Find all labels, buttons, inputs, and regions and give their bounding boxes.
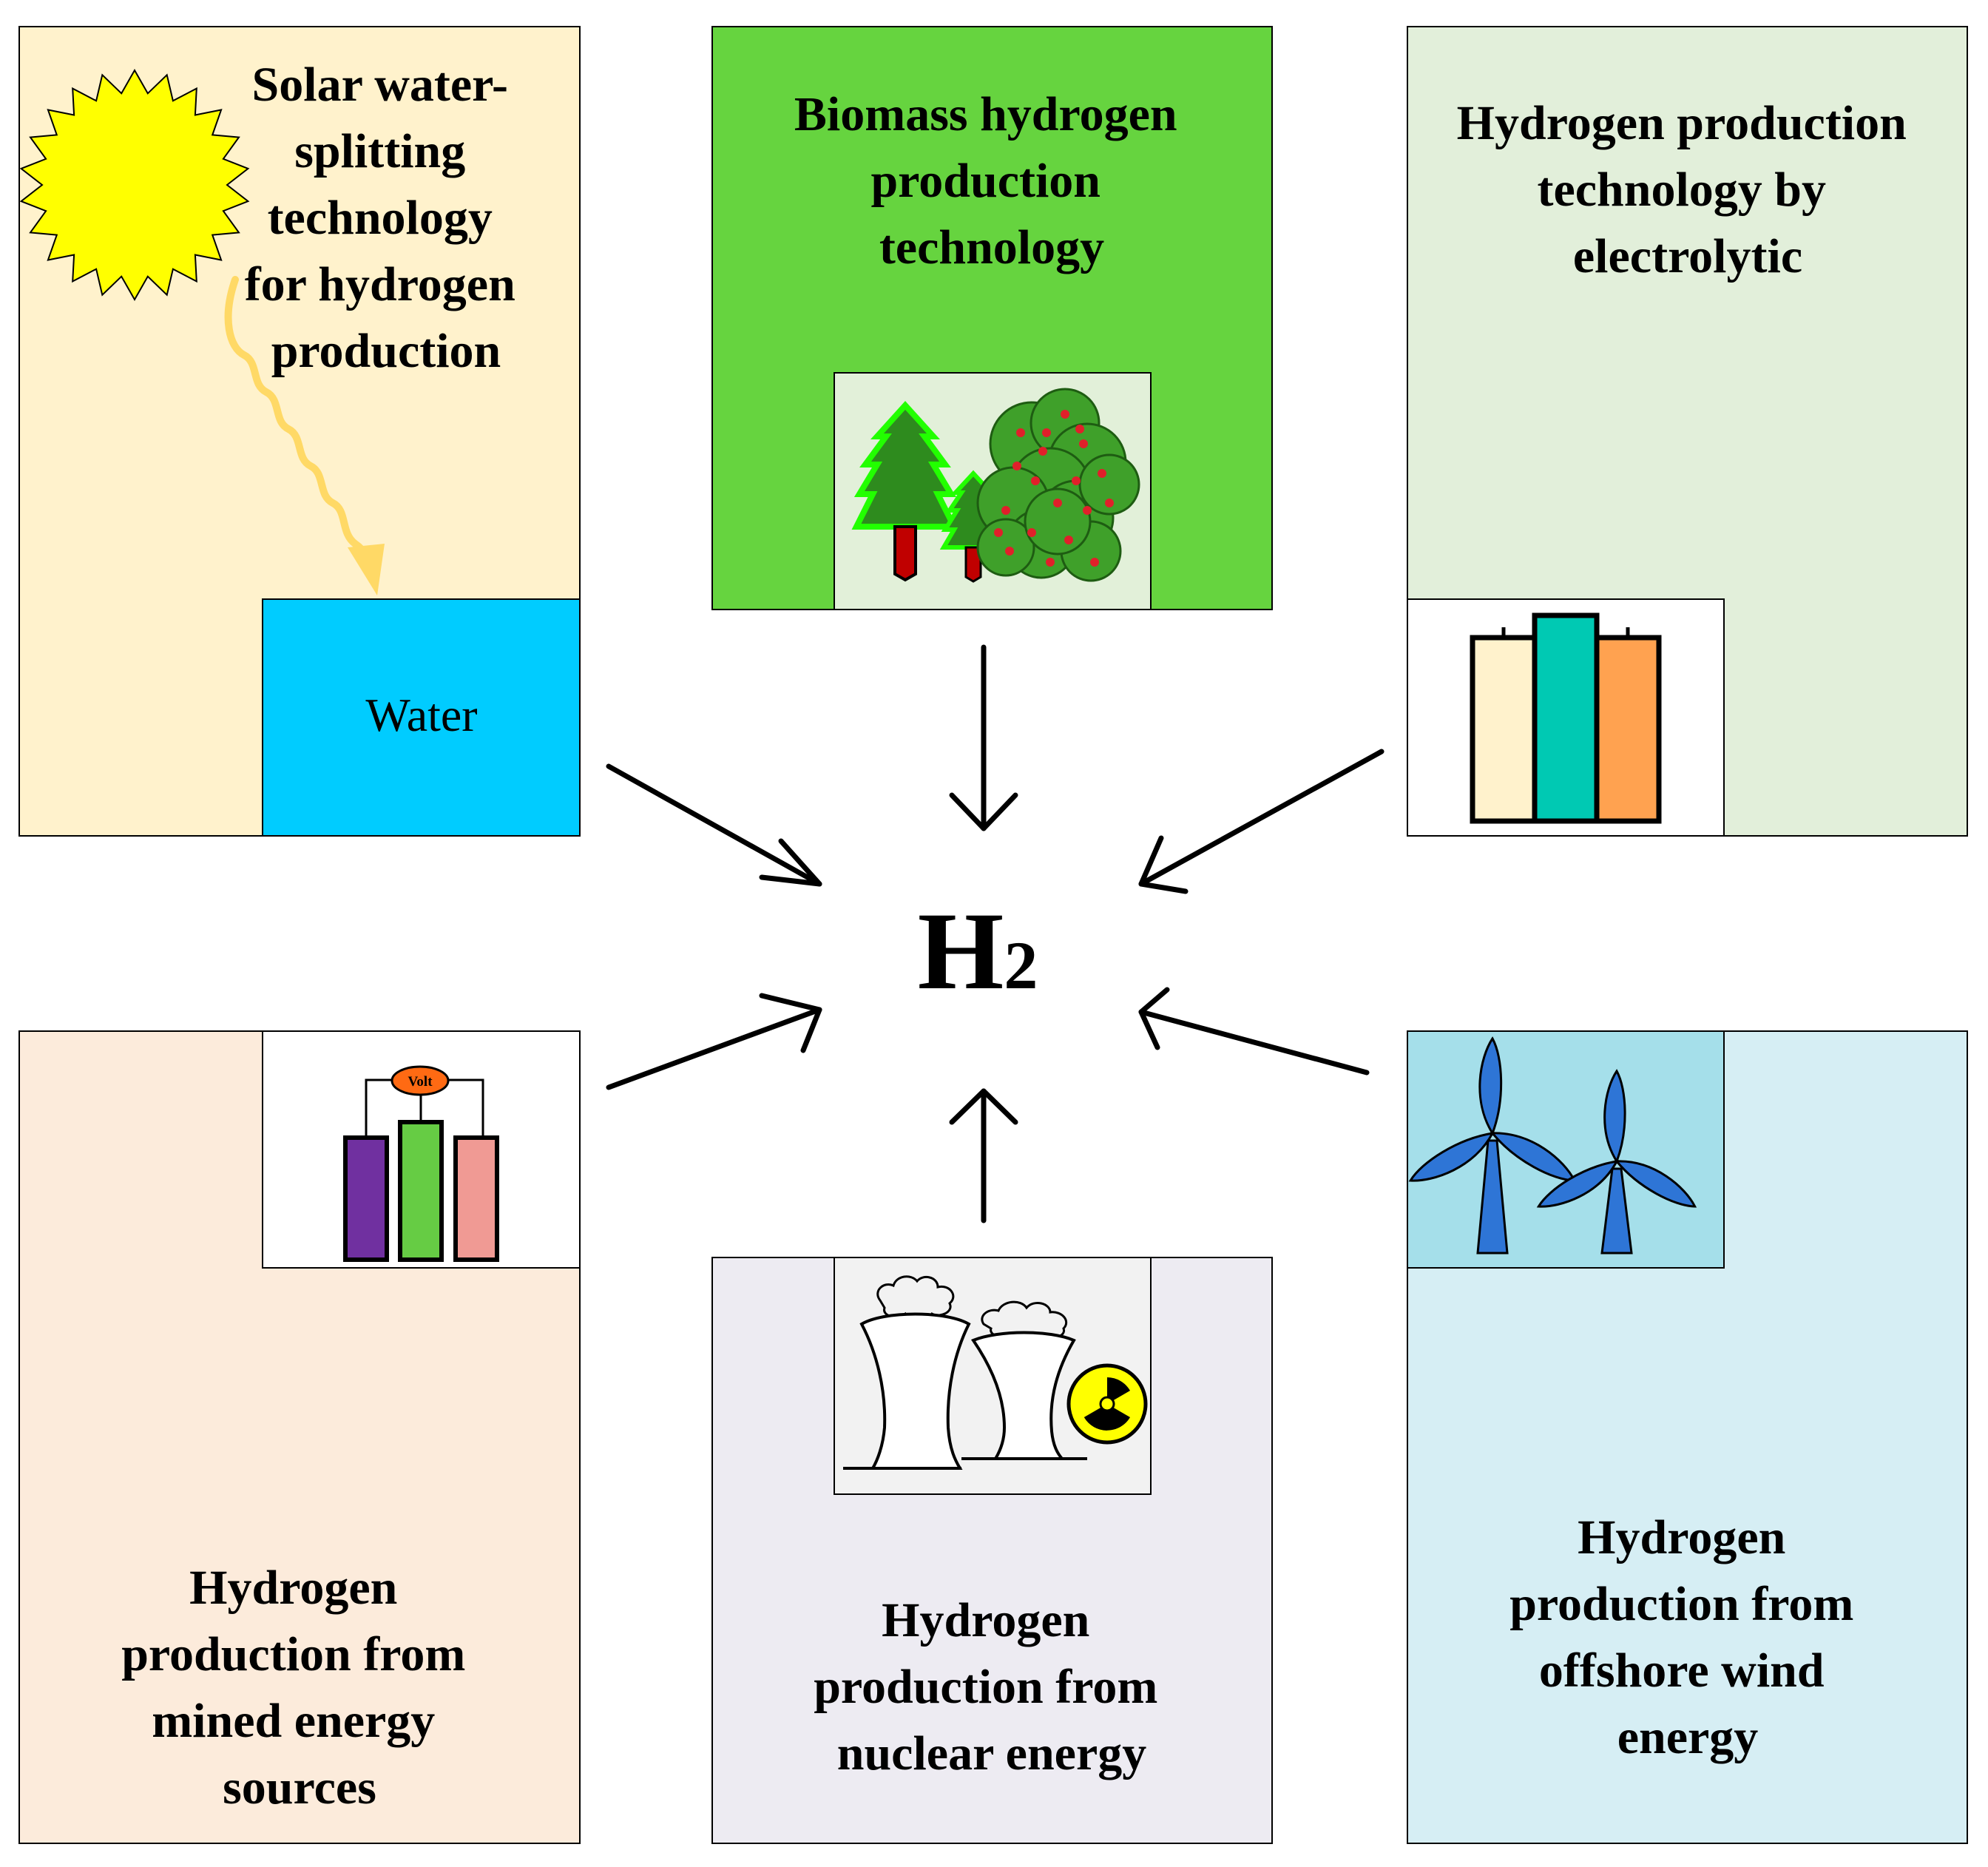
panel-nuclear: Hydrogen production from nuclear energy bbox=[711, 1257, 1273, 1844]
electrolyzer-cell-middle bbox=[1532, 612, 1600, 824]
arrow-from-nuclear bbox=[949, 1088, 1018, 1223]
wind-turbine-2-icon bbox=[1536, 1069, 1697, 1255]
electrolyzer-cell-left bbox=[1470, 635, 1538, 824]
arrow-from-solar bbox=[606, 763, 822, 887]
panel-biomass: Biomass hydrogen production technology bbox=[711, 26, 1273, 610]
panel-offshore-wind: Hydrogen production from offshore wind e… bbox=[1407, 1030, 1968, 1844]
water-box bbox=[262, 598, 581, 837]
panel-mined-energy: Volt Hydrogen production from mined ener… bbox=[18, 1030, 581, 1844]
arrow-from-mined bbox=[606, 993, 822, 1090]
cooling-tower-2-icon bbox=[961, 1300, 1087, 1460]
voltmeter-icon bbox=[390, 1065, 450, 1096]
electrolytic-title: Hydrogen production technology by electr… bbox=[1457, 96, 1919, 283]
berry-bush-icon bbox=[976, 388, 1140, 582]
solar-title: Solar water- splitting technology for hy… bbox=[245, 58, 528, 378]
sun-icon bbox=[19, 68, 250, 302]
panel-electrolytic: Hydrogen production technology by electr… bbox=[1407, 26, 1968, 837]
radiation-symbol-icon bbox=[1066, 1363, 1148, 1445]
offshore-wind-title: Hydrogen production from offshore wind e… bbox=[1509, 1510, 1866, 1764]
voltmeter-label: Volt bbox=[408, 1074, 433, 1090]
pine-tree-icon bbox=[851, 401, 959, 582]
water-label: Water bbox=[365, 689, 477, 741]
cooling-tower-icon bbox=[843, 1275, 971, 1470]
arrow-from-biomass bbox=[949, 644, 1018, 831]
battery-cell-middle bbox=[398, 1120, 444, 1262]
hydrogen-symbol: H2 bbox=[918, 890, 1038, 1013]
arrow-from-wind bbox=[1138, 987, 1370, 1076]
panel-solar: Water Solar water- splitting technology … bbox=[18, 26, 581, 837]
arrows bbox=[606, 644, 1384, 1223]
battery-cell-left bbox=[343, 1135, 389, 1262]
arrow-from-electrolytic bbox=[1138, 749, 1384, 894]
battery-cell-right bbox=[453, 1135, 499, 1262]
electrolyzer-cell-right bbox=[1594, 635, 1662, 824]
electrolyzer-icon bbox=[1470, 612, 1662, 824]
nuclear-title: Hydrogen production from nuclear energy bbox=[814, 1593, 1170, 1780]
mined-energy-title: Hydrogen production from mined energy so… bbox=[121, 1561, 478, 1814]
biomass-title: Biomass hydrogen production technology bbox=[794, 87, 1189, 274]
wind-turbine-icon bbox=[1408, 1036, 1577, 1255]
battery-cells-icon: Volt bbox=[343, 1065, 499, 1262]
light-ray-icon bbox=[224, 276, 385, 595]
